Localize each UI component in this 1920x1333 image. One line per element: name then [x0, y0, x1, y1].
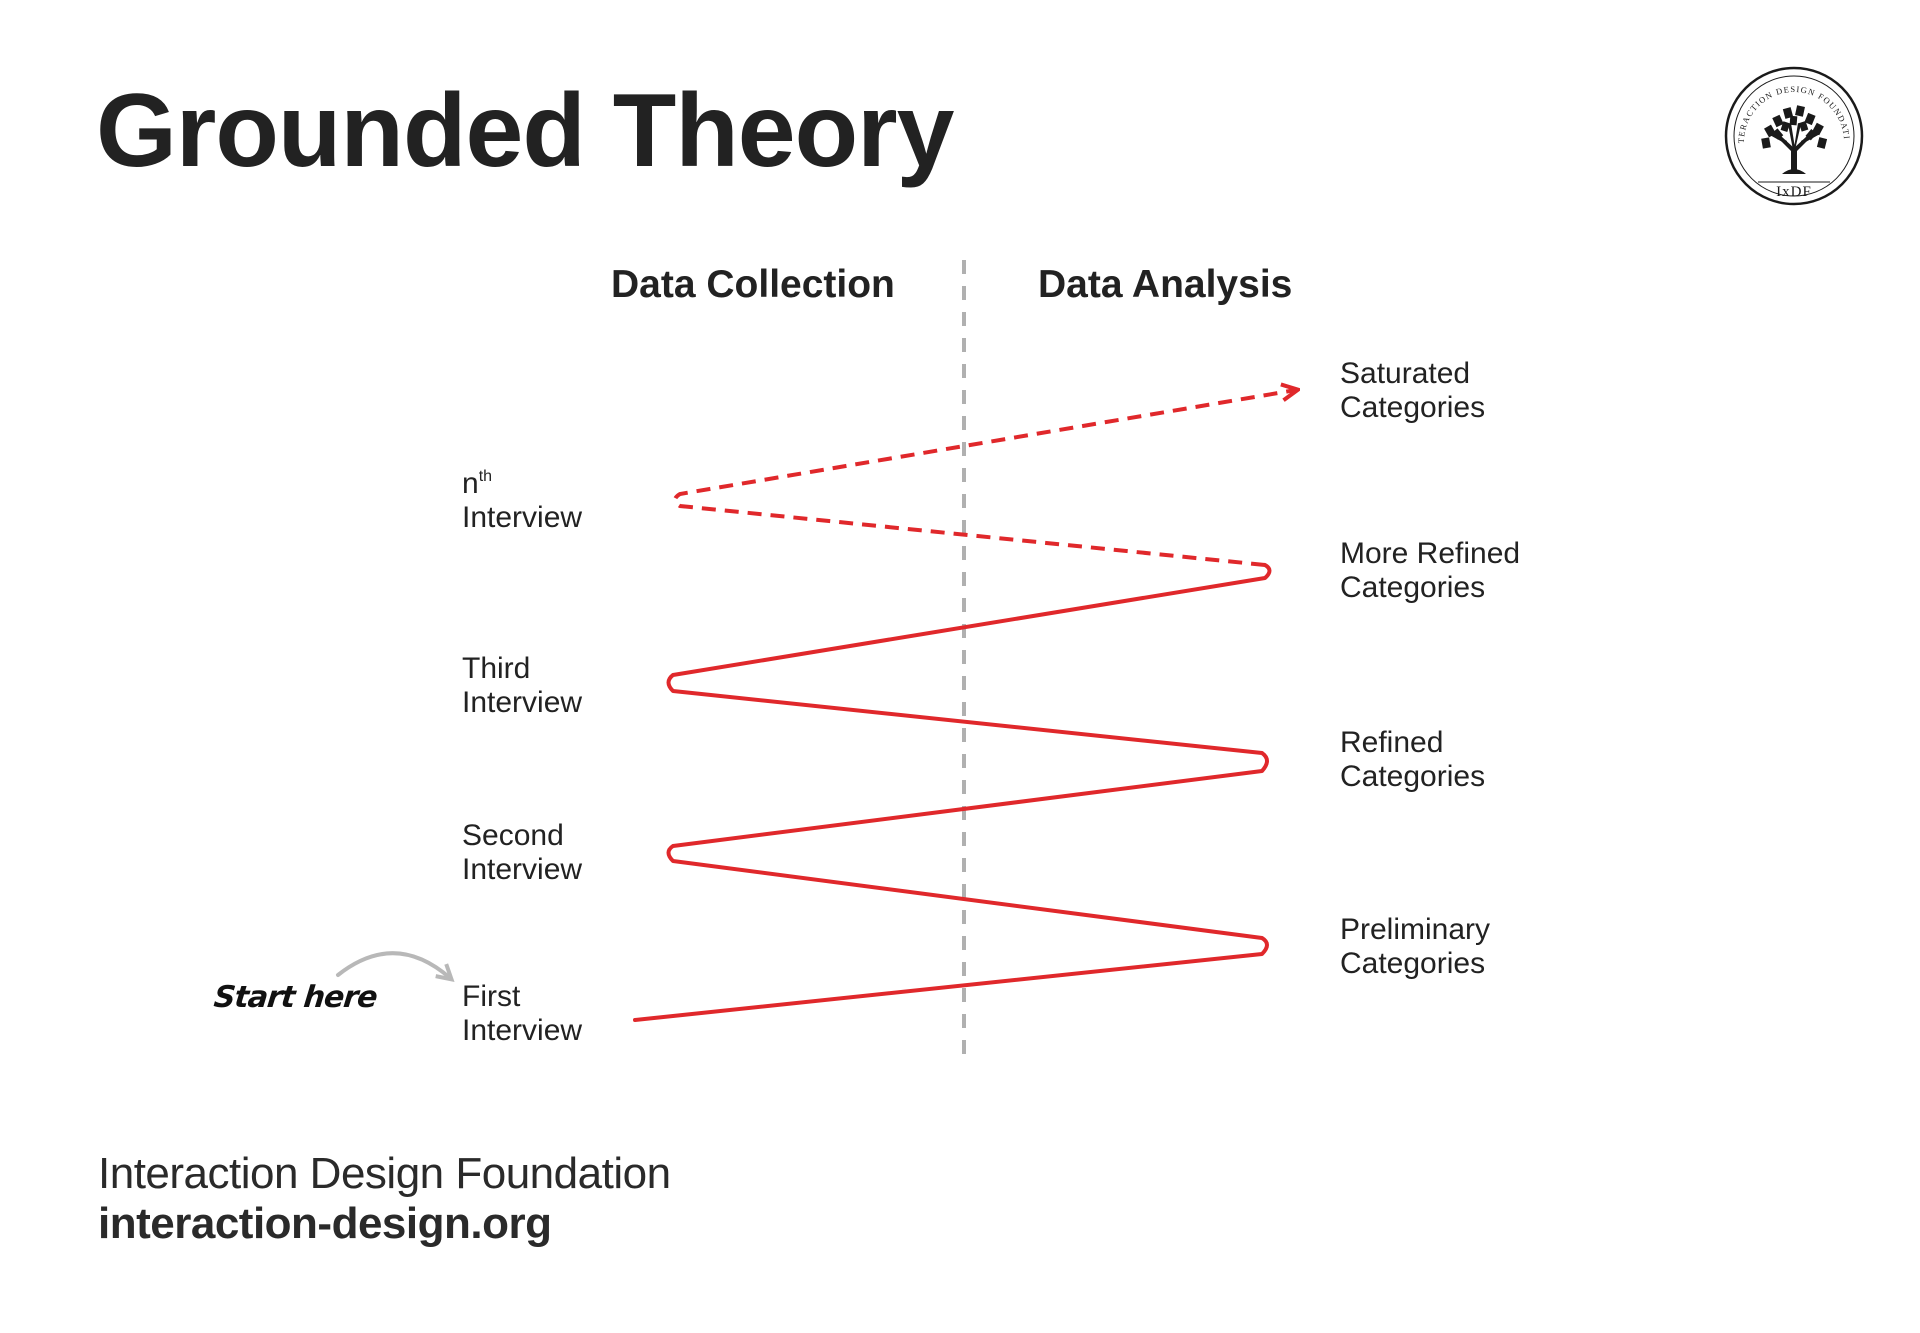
solid-zigzag-path — [633, 563, 1272, 1022]
start-arrow — [336, 951, 455, 982]
logo-abbr: IxDF — [1776, 184, 1812, 200]
category-label-preliminary: Preliminary Categories — [1340, 913, 1491, 980]
page-title: Grounded Theory — [96, 73, 954, 189]
interview-label-first: First Interview — [462, 980, 583, 1047]
footer-organization: Interaction Design Foundation — [98, 1149, 671, 1198]
category-label-more-refined: More Refined Categories — [1340, 537, 1521, 604]
tree-icon — [1761, 105, 1828, 174]
start-here-label: Start here — [212, 980, 379, 1015]
column-heading-analysis: Data Analysis — [1038, 263, 1293, 306]
category-label-refined: Refined Categories — [1340, 726, 1486, 793]
interview-label-nth: nth Interview — [462, 467, 583, 534]
footer-url: interaction-design.org — [98, 1199, 552, 1248]
interview-label-third: Third Interview — [462, 652, 583, 719]
category-label-saturated: Saturated Categories — [1340, 357, 1486, 424]
ixdf-logo: INTERACTION DESIGN FOUNDATION IxDF — [1722, 64, 1864, 206]
column-heading-collection: Data Collection — [611, 263, 895, 306]
interview-label-second: Second Interview — [462, 819, 583, 886]
dashed-zigzag-path — [673, 390, 1296, 567]
